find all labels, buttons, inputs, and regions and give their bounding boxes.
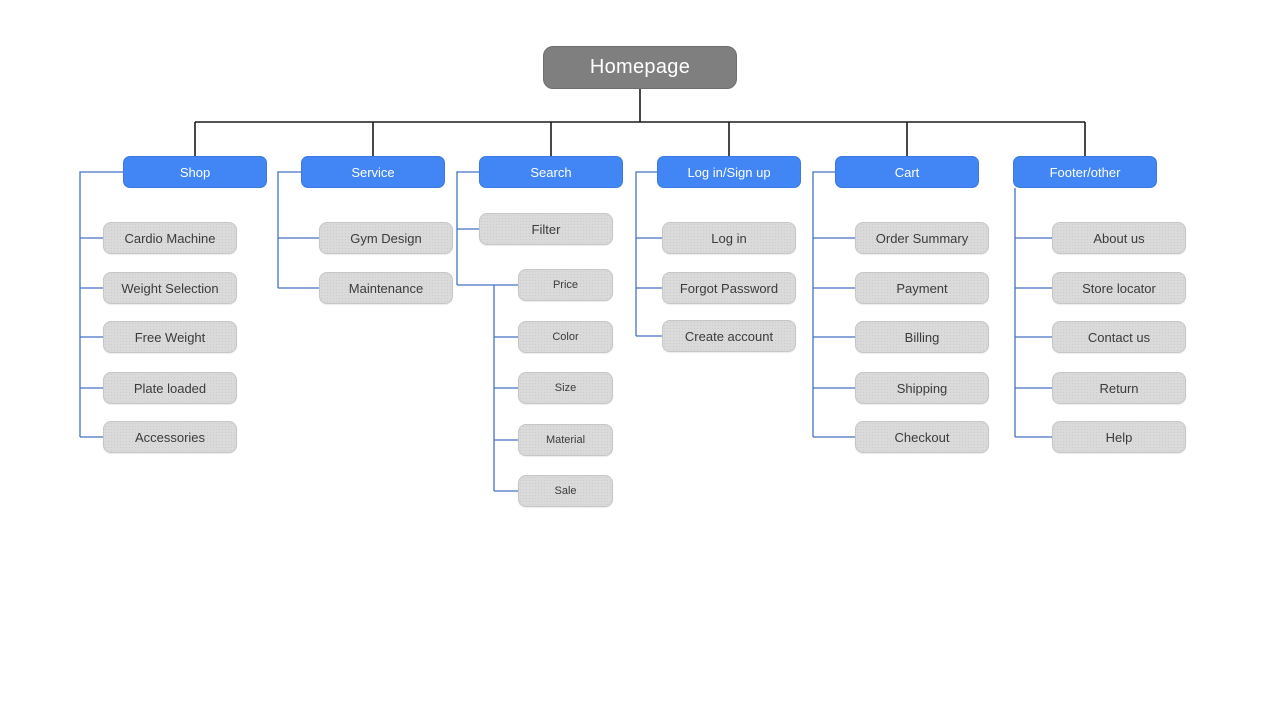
connector-root-bus	[194, 89, 1086, 156]
node-store-locator: Store locator	[1052, 272, 1186, 304]
connector-service	[277, 171, 319, 289]
node-payment: Payment	[855, 272, 989, 304]
connector-login	[635, 171, 662, 337]
node-contact-us: Contact us	[1052, 321, 1186, 353]
node-create-account: Create account	[662, 320, 796, 352]
node-cardio-machine: Cardio Machine	[103, 222, 237, 254]
node-return: Return	[1052, 372, 1186, 404]
node-shipping: Shipping	[855, 372, 989, 404]
node-weight-selection: Weight Selection	[103, 272, 237, 304]
node-checkout: Checkout	[855, 421, 989, 453]
node-service: Service	[301, 156, 445, 188]
node-forgot-password: Forgot Password	[662, 272, 796, 304]
node-help: Help	[1052, 421, 1186, 453]
node-free-weight: Free Weight	[103, 321, 237, 353]
node-color: Color	[518, 321, 613, 353]
node-price: Price	[518, 269, 613, 301]
connector-shop	[79, 171, 123, 438]
node-search: Search	[479, 156, 623, 188]
node-shop: Shop	[123, 156, 267, 188]
node-plate-loaded: Plate loaded	[103, 372, 237, 404]
node-material: Material	[518, 424, 613, 456]
node-log-in: Log in	[662, 222, 796, 254]
node-billing: Billing	[855, 321, 989, 353]
connector-footer	[1014, 188, 1052, 438]
node-filter: Filter	[479, 213, 613, 245]
node-about-us: About us	[1052, 222, 1186, 254]
connector-search	[456, 171, 518, 492]
node-login-signup: Log in/Sign up	[657, 156, 801, 188]
node-size: Size	[518, 372, 613, 404]
node-accessories: Accessories	[103, 421, 237, 453]
node-footer-other: Footer/other	[1013, 156, 1157, 188]
node-sale: Sale	[518, 475, 613, 507]
node-homepage: Homepage	[543, 46, 737, 89]
node-maintenance: Maintenance	[319, 272, 453, 304]
node-cart: Cart	[835, 156, 979, 188]
node-gym-design: Gym Design	[319, 222, 453, 254]
node-order-summary: Order Summary	[855, 222, 989, 254]
connector-cart	[812, 171, 856, 438]
